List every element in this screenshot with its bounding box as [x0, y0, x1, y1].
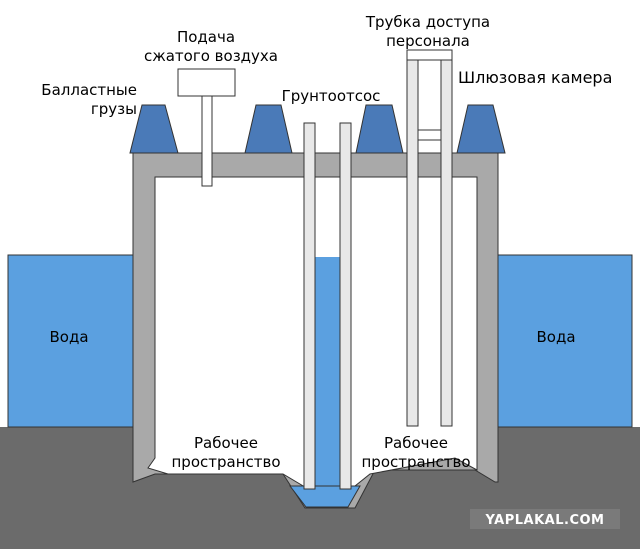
- compressed-air-pipe: [201, 95, 213, 187]
- water-right: [497, 254, 633, 428]
- label-access-tube-2: персонала: [386, 32, 470, 50]
- pump-pipe-left: [303, 122, 316, 490]
- label-pump: Грунтоотсос: [282, 87, 381, 105]
- compressed-air-box: [177, 68, 236, 97]
- label-airlock: Шлюзовая камера: [458, 68, 612, 87]
- ballast-weight-1: [129, 104, 179, 154]
- airlock-chamber: [417, 129, 442, 141]
- watermark-text: YAPLAKAL.COM: [485, 513, 605, 528]
- pump-pipe-right: [339, 122, 352, 490]
- label-workspace-right-1: Рабочее: [384, 434, 448, 452]
- access-tube-cap: [406, 49, 453, 61]
- watermark-badge: [470, 509, 620, 529]
- ballast-weight-4: [456, 104, 506, 154]
- access-tube-left: [406, 59, 419, 427]
- label-compressed-air-2: сжатого воздуха: [144, 47, 278, 65]
- label-workspace-left-1: Рабочее: [194, 434, 258, 452]
- ballast-weight-2: [244, 104, 293, 154]
- label-water-right: Вода: [536, 328, 575, 346]
- label-workspace-right-2: пространство: [361, 453, 470, 471]
- shaft-water: [296, 257, 355, 507]
- ballast-weight-3: [355, 104, 404, 154]
- label-water-left: Вода: [49, 328, 88, 346]
- access-tube-right: [440, 59, 453, 427]
- label-access-tube-1: Трубка доступа: [365, 13, 490, 31]
- label-ballast-2: грузы: [91, 100, 137, 118]
- pit-bottom-water: [288, 485, 361, 508]
- label-ballast-1: Балластные: [41, 81, 137, 99]
- label-compressed-air-1: Подача: [177, 28, 235, 46]
- label-workspace-left-2: пространство: [171, 453, 280, 471]
- water-left: [7, 254, 134, 428]
